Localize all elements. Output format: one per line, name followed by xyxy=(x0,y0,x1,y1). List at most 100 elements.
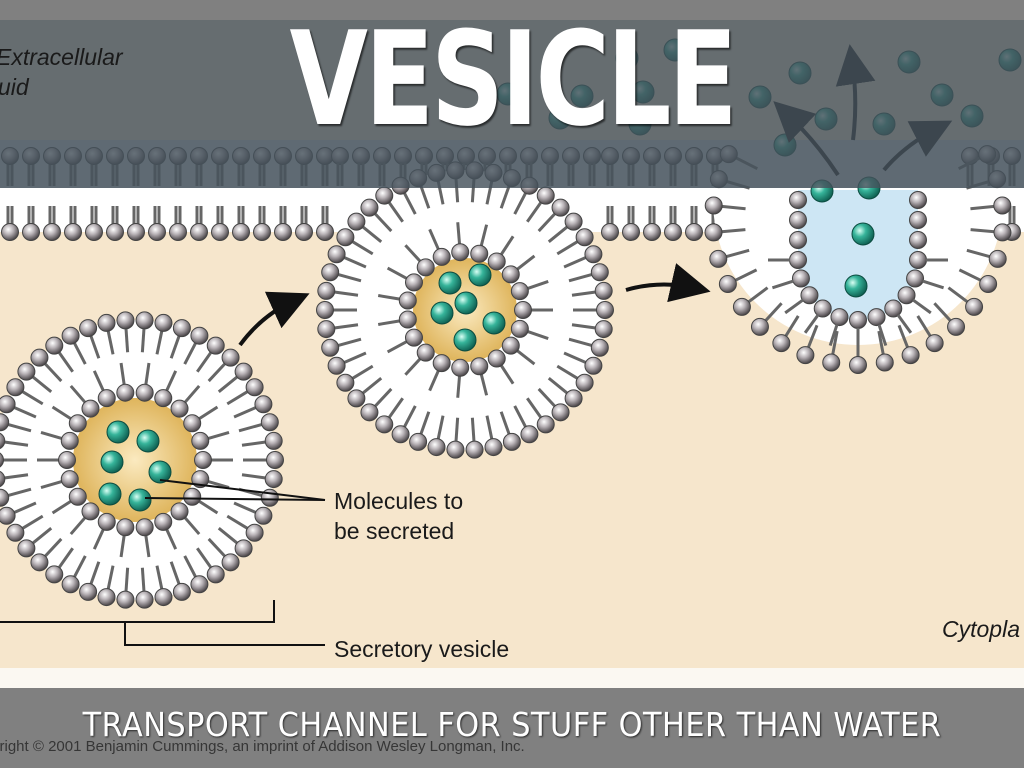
lipid-head xyxy=(97,588,116,607)
lipid-tail xyxy=(31,375,53,394)
lipid-head xyxy=(170,399,189,418)
lipid-tail xyxy=(106,330,115,355)
lipid-head xyxy=(451,243,470,262)
lipid-head xyxy=(601,223,619,241)
lipid-tail xyxy=(402,192,417,215)
lipid-tail xyxy=(72,555,87,578)
lipid-head xyxy=(575,228,594,247)
lipid-tail xyxy=(537,387,557,408)
lipid-tail xyxy=(721,228,746,234)
lipid-head xyxy=(510,282,529,301)
lipid-tail xyxy=(241,440,266,447)
lipid-tail xyxy=(144,362,151,385)
lipid-head xyxy=(901,346,920,365)
lipid-tail xyxy=(31,526,53,545)
lipid-head xyxy=(58,451,76,469)
lipid-head xyxy=(906,269,925,288)
lipid-head xyxy=(416,258,435,277)
lipid-tail xyxy=(69,384,87,404)
lipid-tail xyxy=(526,280,549,290)
subtitle-band xyxy=(0,688,1024,768)
lipid-tail xyxy=(226,390,249,406)
lipid-tail xyxy=(386,266,408,280)
lipid-head xyxy=(432,247,451,266)
lipid-tail xyxy=(764,302,783,322)
lipid-tail xyxy=(803,314,820,334)
lipid-tail xyxy=(155,565,164,590)
lipid-head xyxy=(266,451,284,469)
lipid-tail xyxy=(337,272,362,283)
lipid-head xyxy=(81,502,100,521)
lipid-head xyxy=(317,281,336,300)
lipid-head xyxy=(965,297,984,316)
lipid-tail xyxy=(877,330,885,355)
lipid-head xyxy=(135,518,154,537)
leader-line xyxy=(144,497,326,501)
lipid-tail xyxy=(526,397,543,419)
lipid-head xyxy=(409,432,428,451)
lipid-head xyxy=(709,249,728,268)
lipid-head xyxy=(190,223,208,241)
lipid-head xyxy=(487,349,506,368)
lipid-head xyxy=(317,320,336,339)
lipid-tail xyxy=(43,362,63,383)
secreted-molecule xyxy=(136,429,160,453)
lipid-head xyxy=(0,488,10,507)
lipid-head xyxy=(501,265,520,284)
lipid-head xyxy=(211,223,229,241)
lipid-head xyxy=(830,308,849,327)
lipid-head xyxy=(822,353,841,372)
lipid-tail xyxy=(831,330,839,355)
lipid-tail xyxy=(169,335,181,359)
lipid-tail xyxy=(387,201,404,223)
lipid-head xyxy=(925,334,944,353)
lipid-tail xyxy=(897,324,910,349)
lipid-tail xyxy=(947,286,969,304)
lipid-tail xyxy=(725,248,750,259)
lipid-head xyxy=(398,310,417,329)
lipid-tail xyxy=(896,314,913,334)
label-fluid: uid xyxy=(0,74,29,100)
lipid-tail xyxy=(21,514,44,530)
lipid-tail xyxy=(513,405,528,428)
lipid-tail xyxy=(877,324,888,347)
lipid-tail xyxy=(155,330,164,355)
lipid-tail xyxy=(334,323,359,330)
lipid-tail xyxy=(479,373,489,396)
lipid-head xyxy=(154,313,173,332)
lipid-tail xyxy=(72,342,87,365)
label-molecules-line2: be secreted xyxy=(334,518,455,544)
lipid-tail xyxy=(92,528,105,550)
lipid-head xyxy=(375,415,394,434)
leader-lines xyxy=(0,479,326,646)
lipid-tail xyxy=(13,501,37,514)
lipid-tail xyxy=(40,430,63,441)
secreted-molecule xyxy=(430,301,454,325)
lipid-head xyxy=(327,356,346,375)
lipid-head xyxy=(0,506,16,525)
lipid-head xyxy=(116,590,135,609)
lipid-head xyxy=(1,223,19,241)
lipid-tail xyxy=(119,362,126,385)
lipid-tail xyxy=(404,244,422,263)
lipid-head xyxy=(148,223,166,241)
lipid-tail xyxy=(499,364,515,385)
lipid-tail xyxy=(140,567,146,592)
lipid-head xyxy=(791,269,810,288)
lipid-head xyxy=(470,357,489,376)
lipid-head xyxy=(416,343,435,362)
lipid-tail xyxy=(198,405,219,421)
lipid-head xyxy=(221,553,240,572)
lipid-head xyxy=(470,244,489,263)
lipid-head xyxy=(594,281,613,300)
lipid-head xyxy=(321,338,340,357)
lipid-tail xyxy=(51,405,72,421)
lipid-head xyxy=(316,301,334,319)
lipid-tail xyxy=(7,487,32,498)
lipid-head xyxy=(191,431,210,450)
lipid-head xyxy=(79,582,98,601)
lipid-tail xyxy=(106,565,115,590)
lipid-tail xyxy=(43,537,63,558)
lipid-head xyxy=(183,414,202,433)
lipid-tail xyxy=(456,375,462,398)
